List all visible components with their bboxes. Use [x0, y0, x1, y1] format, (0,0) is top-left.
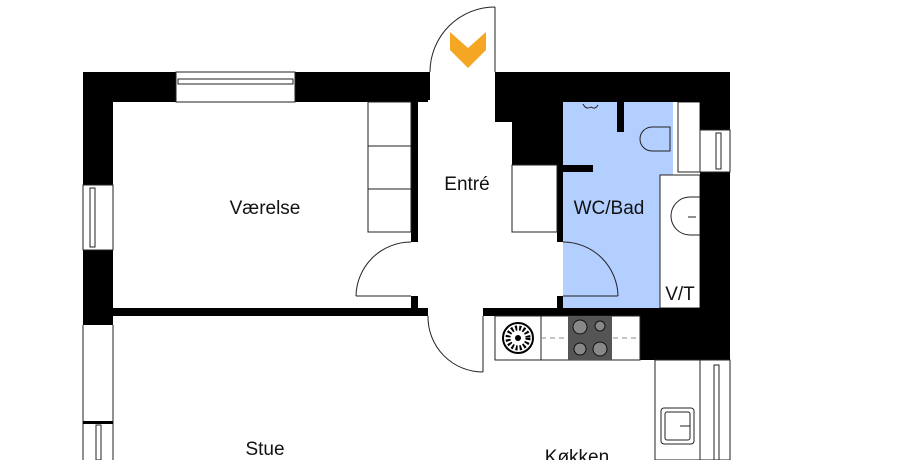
room-label-kokken: Køkken: [545, 447, 609, 460]
kitchen-sink-icon: [660, 407, 695, 445]
toilet-icon: [639, 126, 671, 152]
wardrobe: [367, 101, 412, 233]
room-label-entre: Entré: [444, 174, 489, 195]
doors: [355, 6, 619, 373]
sink-icon: [670, 196, 700, 236]
bathroom-area: [563, 102, 673, 308]
room-label-stue: Stue: [245, 439, 284, 460]
entre-cupboard: [511, 164, 558, 233]
shower-icon: [582, 103, 599, 109]
entrance-arrow-icon: [450, 32, 486, 68]
walls: [83, 72, 730, 360]
room-label-vt: V/T: [665, 284, 695, 305]
kitchen-counter: [494, 315, 701, 460]
bath-niche: [677, 101, 701, 173]
room-label-wc-bad: WC/Bad: [574, 198, 645, 219]
room-label-vaerelse: Værelse: [230, 198, 301, 219]
